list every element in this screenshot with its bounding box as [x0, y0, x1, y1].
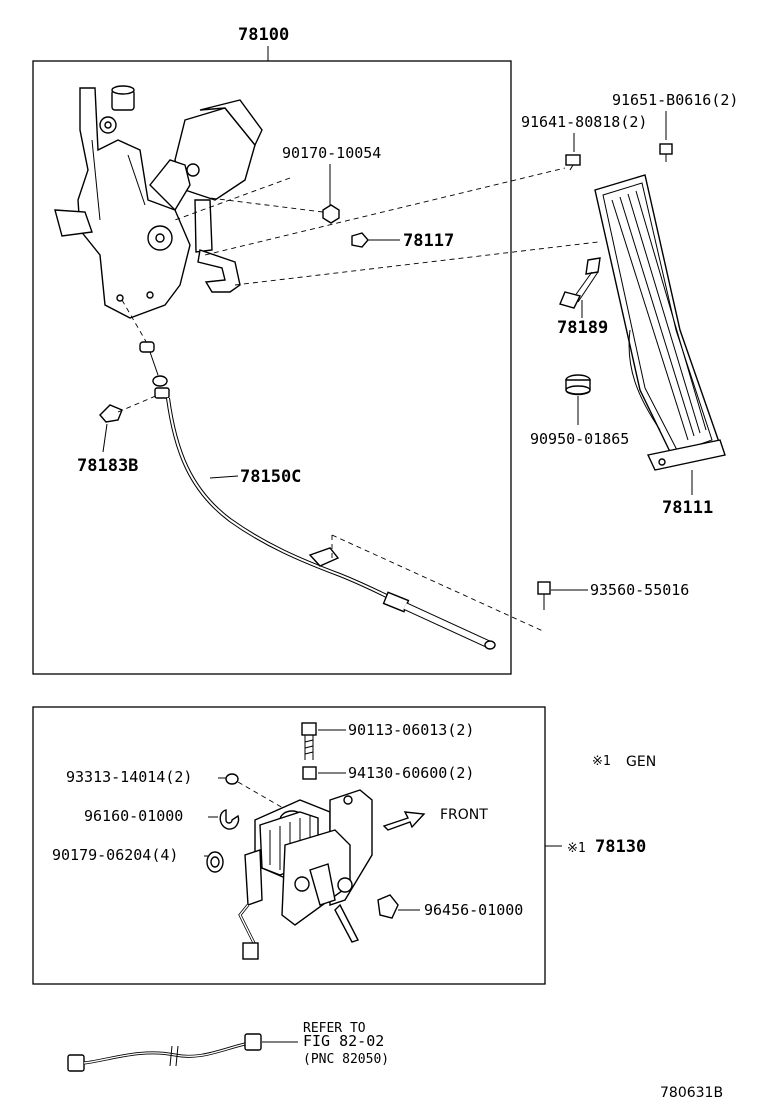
accelerator-cable	[166, 397, 496, 650]
screw-93313-icon	[225, 773, 239, 785]
snap-ring-icon	[219, 809, 240, 830]
leader-78150c	[209, 475, 239, 479]
gen-mark: ※1	[592, 754, 611, 769]
label-94130-60600: 94130-60600(2)	[348, 764, 474, 782]
refer-line-2: FIG 82-02	[303, 1032, 384, 1050]
label-91651-B0616: 91651-B0616(2)	[612, 91, 738, 109]
label-78183B: 78183B	[77, 456, 138, 476]
stopper-bolt-icon	[559, 257, 601, 309]
gen-text: GEN	[626, 754, 656, 770]
accelerator-pedal-bracket	[54, 85, 263, 319]
label-91641-80818: 91641-80818(2)	[521, 113, 647, 131]
nut-90179-icon	[206, 851, 224, 873]
label-90170-10054: 90170-10054	[282, 144, 381, 162]
cushion-icon	[565, 374, 591, 396]
group-label-78130: 78130	[595, 837, 646, 857]
label-90113-06013: 90113-06013(2)	[348, 721, 474, 739]
label-90179-06204: 90179-06204(4)	[52, 846, 178, 864]
nut-icon	[322, 204, 340, 224]
dash-pedal-lower	[234, 241, 599, 286]
label-93313-14014: 93313-14014(2)	[66, 768, 192, 786]
label-78117: 78117	[403, 231, 454, 251]
label-93560-55016: 93560-55016	[590, 581, 689, 599]
throttle-actuator	[238, 789, 399, 960]
group-label-78100: 78100	[238, 25, 289, 45]
dash-pedal-upper	[204, 167, 566, 256]
label-78150C: 78150C	[240, 467, 301, 487]
label-96160-01000: 96160-01000	[84, 807, 183, 825]
bolt-93560-icon	[537, 581, 551, 610]
label-78189: 78189	[557, 318, 608, 338]
dash-90170	[209, 197, 324, 213]
bolt-90113-icon	[301, 722, 317, 760]
leader-78183b	[102, 423, 108, 453]
cable-clip-icon	[99, 404, 123, 423]
label-78111: 78111	[662, 498, 713, 518]
clip-icon	[351, 232, 369, 248]
dash-90170-b	[174, 177, 291, 221]
nut-94130-icon	[302, 766, 317, 780]
top-assembly-frame	[32, 60, 512, 675]
refer-line-1: REFER TO	[303, 1021, 366, 1036]
dash-93313	[237, 781, 291, 813]
figure-id: 780631B	[660, 1085, 723, 1101]
front-arrow-icon	[382, 811, 426, 831]
front-label: FRONT	[440, 807, 488, 823]
bolt-91641-icon	[565, 154, 581, 171]
ref-mark-78130: ※1	[567, 841, 586, 856]
dash-78183b	[117, 394, 159, 413]
label-96456-01000: 96456-01000	[424, 901, 523, 919]
dash-bolt-93560	[331, 534, 546, 633]
cable-end-fitting	[139, 341, 170, 399]
refer-line-3: (PNC 82050)	[303, 1052, 389, 1067]
bolt-91651-icon	[659, 143, 673, 162]
wire-harness	[67, 1033, 298, 1072]
accelerator-pedal	[594, 174, 726, 471]
label-90950-01865: 90950-01865	[530, 430, 629, 448]
